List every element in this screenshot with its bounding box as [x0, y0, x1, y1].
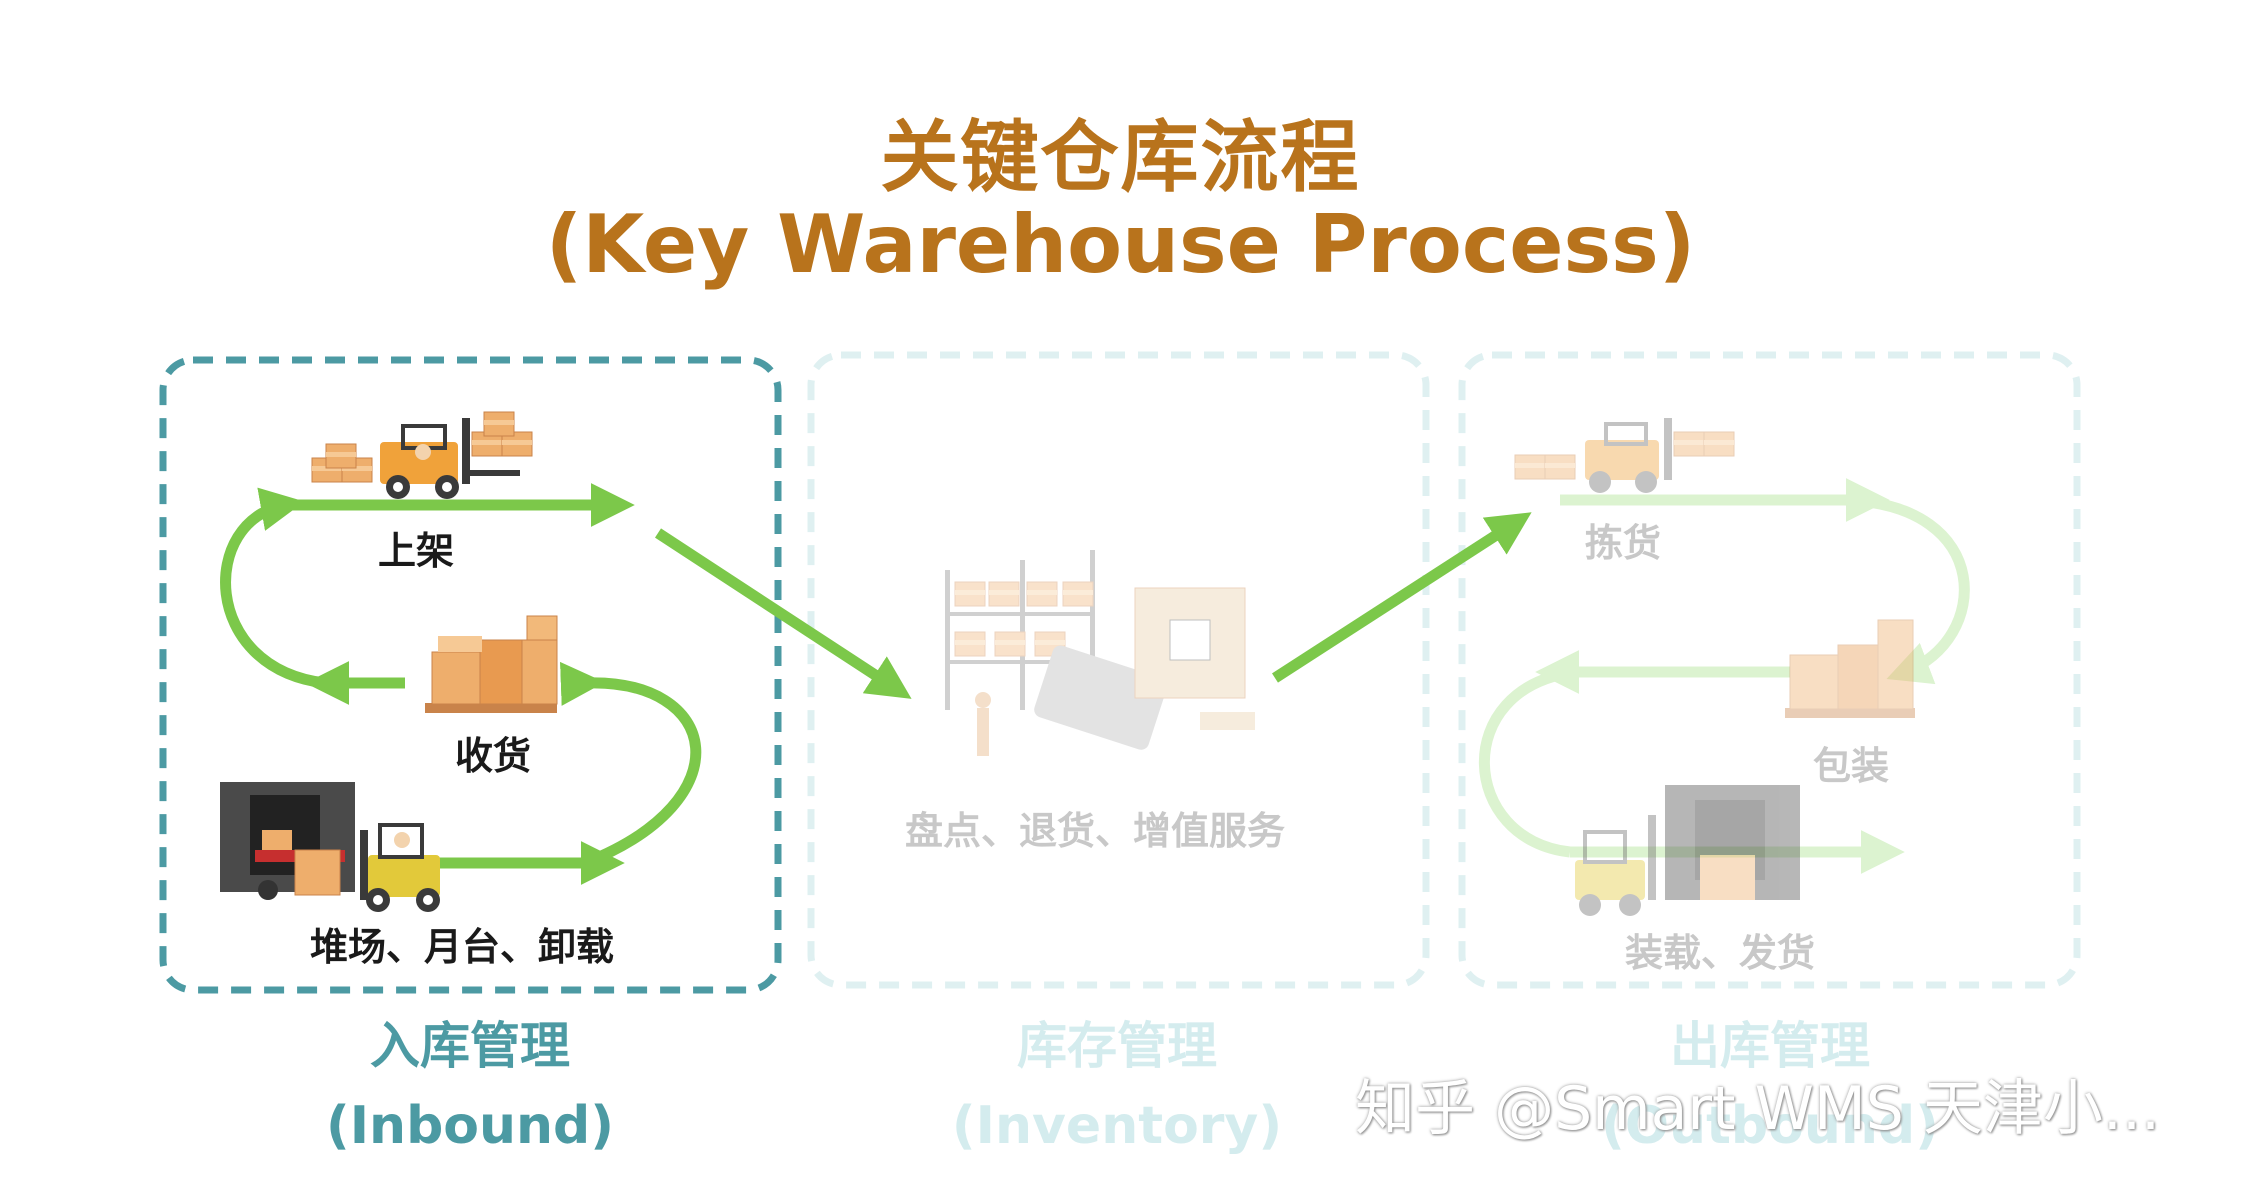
diagram-title-cn: 关键仓库流程	[880, 113, 1361, 203]
section-title-cn: 出库管理	[1670, 1017, 1870, 1075]
pick-forklift-illustration	[1514, 418, 1735, 493]
section-title-en: (Inbound)	[325, 1096, 615, 1156]
inventory-illustration	[945, 550, 1255, 756]
pack-boxes-illustration	[1785, 619, 1915, 718]
step-label-yard-dock-unload: 堆场、月台、卸载	[310, 925, 615, 969]
section-caption-inbound: 入库管理 (Inbound)	[220, 1006, 720, 1156]
step-label-pack: 包装	[1813, 744, 1890, 788]
outbound-arrow-load-loop	[1478, 666, 1576, 858]
flow-arrow-putaway-loop	[220, 487, 326, 689]
putaway-forklift-illustration	[311, 411, 533, 499]
receive-boxes-illustration	[425, 615, 558, 713]
watermark: 知乎 @Smart WMS 天津小...	[1355, 1074, 2161, 1144]
outbound-arrow-pack-loop	[1844, 494, 1970, 685]
step-label-load-ship: 装载、发货	[1625, 931, 1816, 975]
outbound-frame	[1458, 351, 2081, 989]
inventory-frame	[807, 351, 1430, 989]
section-caption-outbound: 出库管理 (Outbound)	[1520, 1006, 2020, 1156]
section-title-cn: 库存管理	[1017, 1017, 1217, 1075]
inbound-frame	[159, 356, 782, 994]
arrow-inventory-to-outbound	[1272, 512, 1532, 683]
arrow-inbound-to-inventory	[654, 528, 912, 699]
load-truck-illustration	[1575, 785, 1800, 916]
diagram-title-en: (Key Warehouse Process)	[545, 198, 1696, 291]
step-label-count-return-vas: 盘点、退货、增值服务	[905, 809, 1286, 853]
flow-arrow-receive-loop	[560, 661, 702, 869]
section-title-en: (Outbound)	[1601, 1096, 1939, 1156]
step-label-pick: 拣货	[1585, 521, 1662, 565]
step-label-putaway: 上架	[378, 529, 455, 573]
section-title-cn: 入库管理	[370, 1017, 570, 1075]
unload-truck-illustration	[220, 782, 440, 912]
section-caption-inventory: 库存管理 (Inventory)	[867, 1006, 1367, 1156]
section-title-en: (Inventory)	[951, 1096, 1283, 1156]
step-label-receive: 收货	[455, 734, 532, 778]
